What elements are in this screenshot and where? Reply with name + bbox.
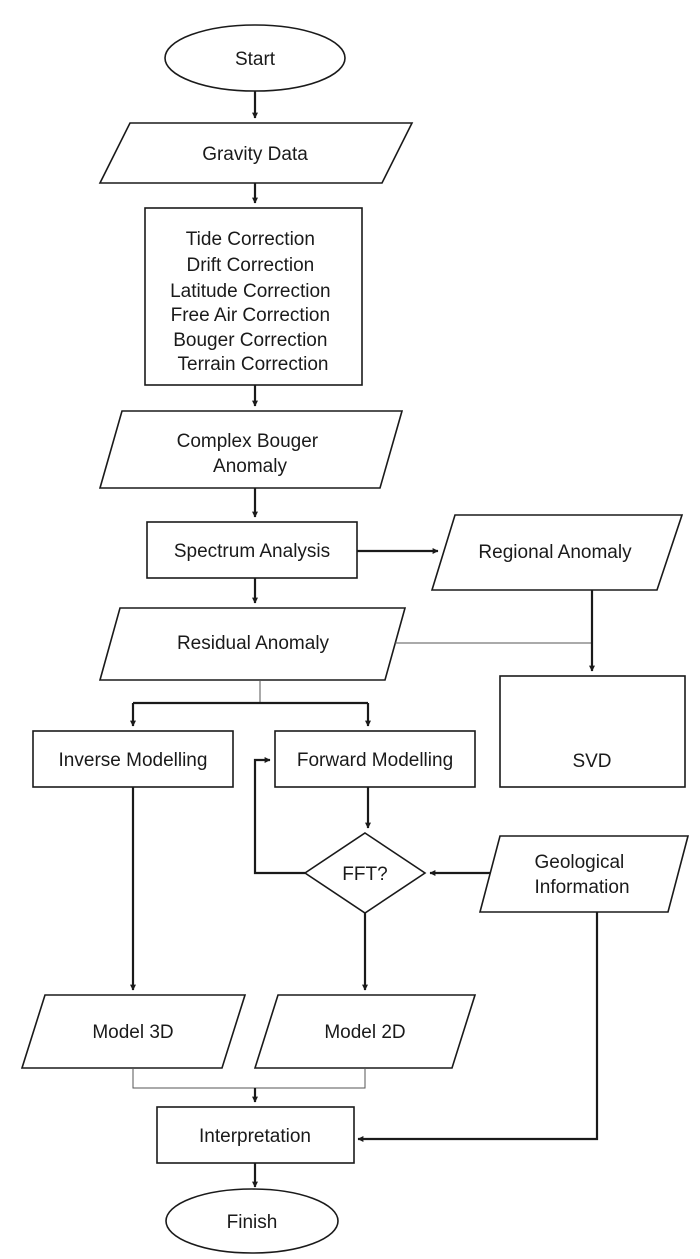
svd-process <box>499 675 686 788</box>
inverse-modelling-process <box>32 730 234 788</box>
correction-line: Terrain Correction <box>178 354 329 375</box>
model-3d-io <box>20 994 247 1069</box>
regional-anomaly-io <box>430 514 684 591</box>
geological-information-line: Geological <box>534 852 624 873</box>
finish-label: Finish <box>227 1212 278 1233</box>
svd-label-visible: SVD <box>572 751 611 772</box>
residual-anomaly-io <box>98 607 407 681</box>
edge-models-merge <box>132 1068 366 1089</box>
geological-information-line: Information <box>534 877 629 898</box>
residual-anomaly-label: Residual Anomaly <box>177 633 330 654</box>
correction-line: Tide Correction <box>186 229 315 250</box>
model-2d-io <box>253 994 477 1069</box>
correction-line: Free Air Correction <box>171 305 330 326</box>
forward-modelling-process <box>274 730 476 788</box>
edge-fft-loop-back <box>253 757 305 875</box>
geological-information-label: Geological Information <box>534 852 629 898</box>
geological-information-io <box>478 835 690 913</box>
interpretation-process <box>156 1106 355 1164</box>
gravity-data-label: Gravity Data <box>202 144 308 165</box>
edge-geology-to-interpretation <box>357 912 599 1142</box>
model-3d-label: Model 3D <box>92 1022 173 1043</box>
correction-line: Bouger Correction <box>173 330 327 351</box>
corrections-process <box>144 207 363 386</box>
corrections-label: Tide Correction Drift Correction Latitud… <box>170 229 336 375</box>
complex-bouger-line: Complex Bouger <box>177 431 319 452</box>
inverse-modelling-label: Inverse Modelling <box>59 750 208 771</box>
start-label: Start <box>235 49 276 70</box>
correction-line: Drift Correction <box>186 255 314 276</box>
complex-bouger-anomaly-io <box>98 410 404 489</box>
complex-bouger-line: Anomaly <box>213 456 287 477</box>
forward-modelling-label: Forward Modelling <box>297 750 453 771</box>
interpretation-label: Interpretation <box>199 1126 311 1147</box>
model-2d-label: Model 2D <box>324 1022 405 1043</box>
spectrum-analysis-label: Spectrum Analysis <box>174 541 330 562</box>
regional-anomaly-label: Regional Anomaly <box>478 542 632 563</box>
gravity-data-input <box>98 122 414 184</box>
complex-bouger-label: Complex Bouger Anomaly <box>177 431 324 477</box>
correction-line: Latitude Correction <box>170 281 331 302</box>
fft-label: FFT? <box>342 864 387 885</box>
finish-terminal <box>165 1188 339 1254</box>
